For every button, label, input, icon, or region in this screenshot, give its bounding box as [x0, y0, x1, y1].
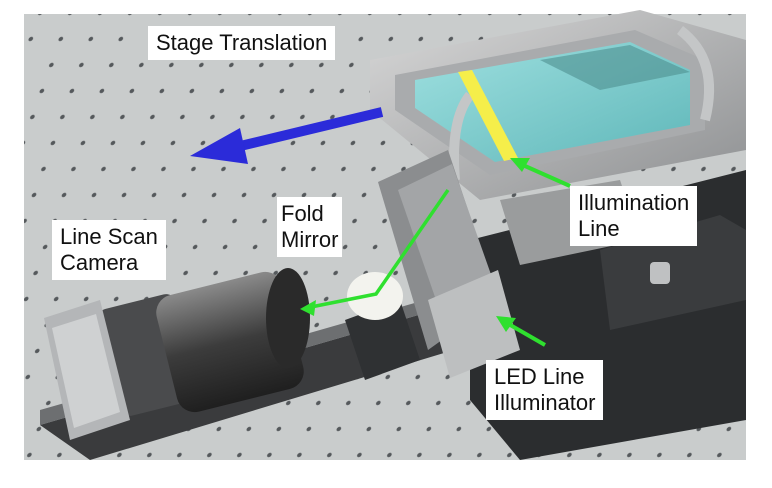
- line-scan-camera-label: Line Scan Camera: [52, 220, 166, 280]
- illumination-line-label: Illumination Line: [570, 186, 698, 246]
- stage-handle: [449, 91, 475, 181]
- light-path-arrowhead: [300, 300, 316, 316]
- illumination-line-pointer-head: [510, 158, 530, 172]
- led-illuminator-pointer: [504, 320, 546, 347]
- fold-mirror-mount: [345, 300, 420, 380]
- illumination-line-mark: [458, 70, 518, 161]
- stage-handle-right: [676, 26, 715, 122]
- led-illuminator-end: [428, 270, 520, 378]
- led-illuminator-pointer-head: [496, 316, 516, 332]
- fold-mirror-label: Fold Mirror: [277, 197, 343, 257]
- stage-translation-arrowhead: [190, 128, 248, 164]
- fold-mirror: [347, 272, 403, 320]
- camera-body-face: [52, 314, 120, 428]
- stage-translation-label: Stage Translation: [148, 26, 336, 60]
- led-line-illuminator-label: LED Line Illuminator: [486, 360, 604, 420]
- slide-dark-region: [540, 45, 690, 90]
- light-path: [305, 189, 450, 310]
- camera-lens-front: [266, 268, 310, 368]
- stage-knob: [650, 262, 670, 284]
- stage-translation-arrow: [230, 107, 384, 153]
